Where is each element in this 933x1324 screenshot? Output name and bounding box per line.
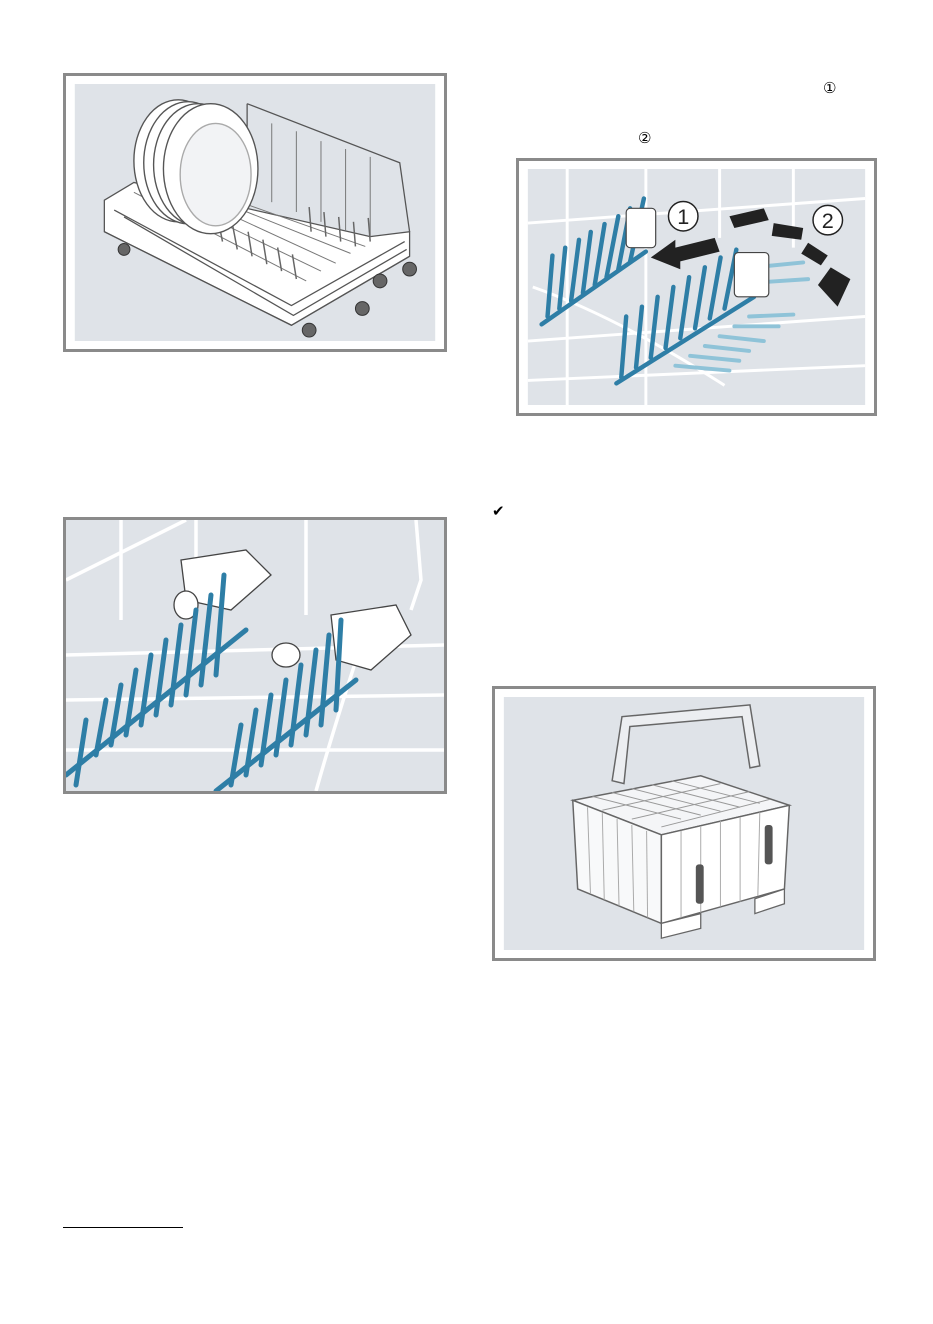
folding-tines-illustration: 1 2 — [527, 169, 866, 405]
step-marker-1: ① — [823, 81, 836, 96]
check-icon: ✔ — [492, 504, 505, 519]
dish-rack-with-plates-illustration — [74, 84, 436, 341]
tine-rows-closeup-illustration — [66, 520, 444, 791]
cutlery-basket-illustration — [503, 697, 865, 950]
figure-tine-rows — [63, 517, 447, 794]
figure-cutlery-basket — [492, 686, 876, 961]
figure-tine-fold: 1 2 — [516, 158, 877, 416]
step-marker-2: ② — [638, 131, 651, 146]
figure-plate-rack — [63, 73, 447, 352]
callout-2: 2 — [822, 208, 834, 233]
footnote-divider — [63, 1227, 183, 1228]
callout-1: 1 — [677, 204, 689, 229]
